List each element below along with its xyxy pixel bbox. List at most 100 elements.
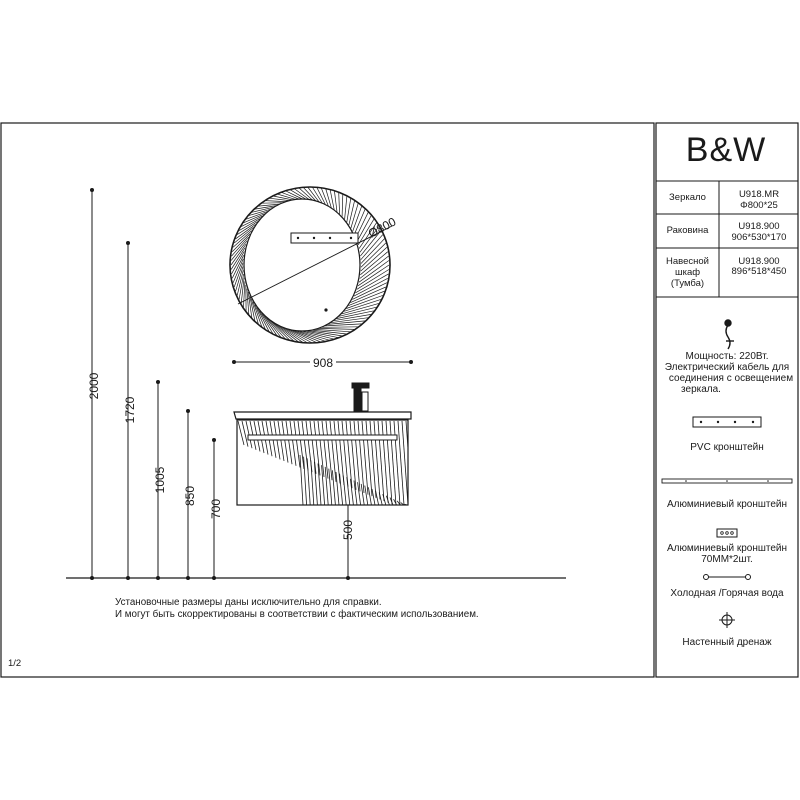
mirror-hatch-line (241, 215, 263, 227)
mirror-hatch-line (294, 188, 310, 200)
cabinet-slat-line (368, 487, 372, 505)
mirror-hatch-line (236, 270, 244, 296)
mirror-hatch-line (231, 255, 245, 279)
mirror-hatch-line (298, 330, 331, 341)
cabinet-slat-line (313, 421, 321, 476)
mirror-hatch-line (231, 236, 249, 257)
mirror-hatch-line (353, 277, 388, 297)
mirror-hatch-line (250, 298, 259, 324)
cabinet-slat-line (400, 502, 405, 505)
brand-logo: B&W (685, 131, 767, 169)
mirror-hatch-line (356, 215, 372, 242)
mirror-hatch-line (360, 247, 388, 272)
cabinet-slat-line (369, 421, 377, 498)
dim-850-label: 850 (183, 486, 197, 506)
mirror-hatch-line (360, 230, 382, 257)
mirror-hatch-line (321, 326, 359, 328)
mirror-hatch-line (230, 240, 248, 261)
width-label: 908 (313, 356, 333, 370)
cabinet-slat-line (277, 421, 285, 462)
cabinet-slat-line (241, 421, 249, 447)
cabinet-slat-line (377, 421, 385, 502)
mirror-hatch-line (312, 186, 323, 204)
mirror-hatch-line (269, 320, 291, 341)
mirror-hatch-line (231, 251, 245, 275)
cabinet-slat-line (410, 421, 416, 505)
basin-top (233, 411, 412, 420)
cabinet-slat-line (350, 478, 354, 505)
mirror-hatch-line (243, 213, 266, 224)
cabinet-slat-line (382, 493, 387, 505)
spec-row-2-model: U918.900 (738, 221, 780, 232)
mirror-hatch-line (350, 286, 386, 303)
cabinet-slat-line (281, 421, 289, 463)
vanity-cabinet (236, 419, 416, 506)
dim-700-label: 700 (209, 499, 223, 519)
cabinet-slat-line (405, 421, 408, 455)
mirror-hatch-line (359, 255, 389, 279)
cabinet-slat-line (329, 421, 337, 482)
cabinet-slat-line (335, 471, 340, 505)
mirror-hatch-line (348, 200, 355, 226)
power-cable-icon (724, 319, 734, 350)
cabinet-slat-line (297, 421, 305, 470)
mirror-hatch-line (254, 304, 266, 330)
mirror-hatch-line (304, 330, 339, 339)
cabinet-slat-line (342, 475, 347, 505)
mirror-hatch-line (233, 262, 244, 288)
drain-label: Настенный дренаж (682, 637, 772, 648)
mirror-hatch-line (301, 330, 335, 340)
cabinet-slat-line (375, 490, 379, 505)
aluminium-bracket-70-icon (716, 528, 738, 538)
mirror-hatch-line (233, 227, 254, 244)
note-line-2: И могут быть скорректированы в соответст… (115, 608, 479, 620)
mirror-hatch-line (272, 322, 295, 342)
mirror-hatch-line (288, 328, 317, 344)
cabinet-slat-line (328, 468, 333, 505)
cabinet-slat-line (364, 485, 369, 505)
cabinet-slat-line (346, 477, 351, 505)
mirror-hatch-line (333, 314, 372, 322)
power-desc-line2: соединения с освещением (668, 373, 794, 384)
round-mirror: Ø800 (229, 186, 399, 344)
cabinet-slat-line (357, 482, 361, 505)
cabinet-slat-line (321, 465, 325, 505)
cabinet-slat-line (306, 458, 311, 505)
mirror-hatch-line (350, 203, 359, 229)
mirror-hatch-line (277, 193, 296, 200)
cabinet-slat-line (361, 421, 369, 495)
mirror-hatch-line (264, 315, 282, 338)
mirror-hatch-line (360, 234, 384, 260)
cabinet-slat-line (332, 470, 336, 505)
cabinet-slat-line (360, 483, 365, 505)
water-label: Холодная /Горячая вода (670, 588, 784, 599)
spec-row-2-size: 906*530*170 (731, 232, 787, 243)
mirror-hatch-line (334, 190, 338, 212)
dim-1005-label: 1005 (153, 466, 167, 493)
mirror-hatch-line (343, 299, 382, 312)
cabinet-slat-line (289, 421, 297, 466)
page-number: 1/2 (8, 658, 22, 669)
mirror-hatch-line (247, 292, 253, 318)
power-label: Мощность: 220Вт. (685, 351, 769, 362)
cabinet-slat-line (285, 421, 293, 465)
mirror-hatch-line (281, 326, 308, 344)
cabinet-slat-line (301, 421, 309, 471)
spec-row-1-size: Φ800*25 (740, 200, 778, 211)
spec-row-3-item-line3: (Тумба) (670, 278, 705, 289)
cabinet-slat-line (321, 421, 329, 479)
mirror-hatch-line (251, 206, 274, 213)
mirror-hatch-line (275, 323, 300, 343)
mirror-hatch-line (232, 258, 244, 283)
mirror-hatch-line (273, 195, 293, 201)
mirror-hatch-line (252, 301, 263, 327)
cabinet-slat-line (337, 421, 345, 486)
mirror-hatch-line (358, 222, 377, 249)
mirror-hatch-line (341, 193, 344, 217)
spec-row-3-item-line2: шкаф (674, 267, 701, 278)
mirror-hatch-line (245, 211, 268, 220)
mirror-hatch-line (318, 328, 355, 330)
mirror-hatch-line (246, 288, 250, 315)
cabinet-slat-line (299, 454, 304, 505)
